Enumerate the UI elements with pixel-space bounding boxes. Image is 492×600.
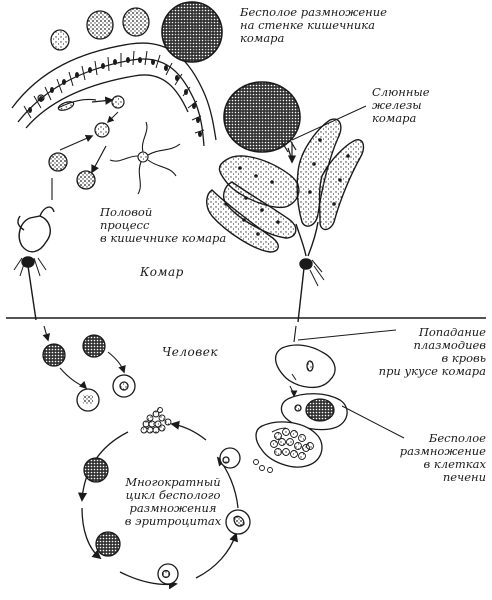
label-gut-wall-reproduction: Бесполое размножение на стенке кишечника… bbox=[240, 5, 387, 45]
flagellated-microgametocyte bbox=[109, 121, 181, 195]
mosquito-head-right bbox=[297, 258, 325, 323]
label-mosquito: Комар bbox=[140, 265, 184, 279]
zygote-stages bbox=[91, 95, 125, 138]
gametocytes-mosquito bbox=[48, 134, 96, 200]
label-liver-reproduction: Бесполое размножение в клетках печени bbox=[399, 431, 486, 484]
label-pointers bbox=[291, 105, 405, 439]
gametocytes-human bbox=[42, 325, 136, 412]
cycle-arrows-mosquito bbox=[91, 142, 297, 174]
mosquito-head-left bbox=[13, 206, 55, 321]
label-human: Человек bbox=[162, 345, 218, 359]
merozoite-cluster bbox=[140, 407, 172, 434]
label-salivary-glands: Слюнные железы комара bbox=[372, 85, 430, 125]
erythrocytes bbox=[83, 447, 251, 585]
ookinete bbox=[37, 94, 97, 111]
label-sexual-process: Половой процесс в кишечнике комара bbox=[100, 205, 227, 245]
oocysts bbox=[50, 1, 301, 161]
label-erythrocyte-cycle: Многократный цикл бесполого размножения … bbox=[124, 475, 222, 528]
salivary-glands bbox=[206, 118, 365, 257]
liver-stage bbox=[253, 325, 348, 473]
label-entry-plasmodia: Попадание плазмодиев в кровь при укусе к… bbox=[378, 325, 486, 378]
